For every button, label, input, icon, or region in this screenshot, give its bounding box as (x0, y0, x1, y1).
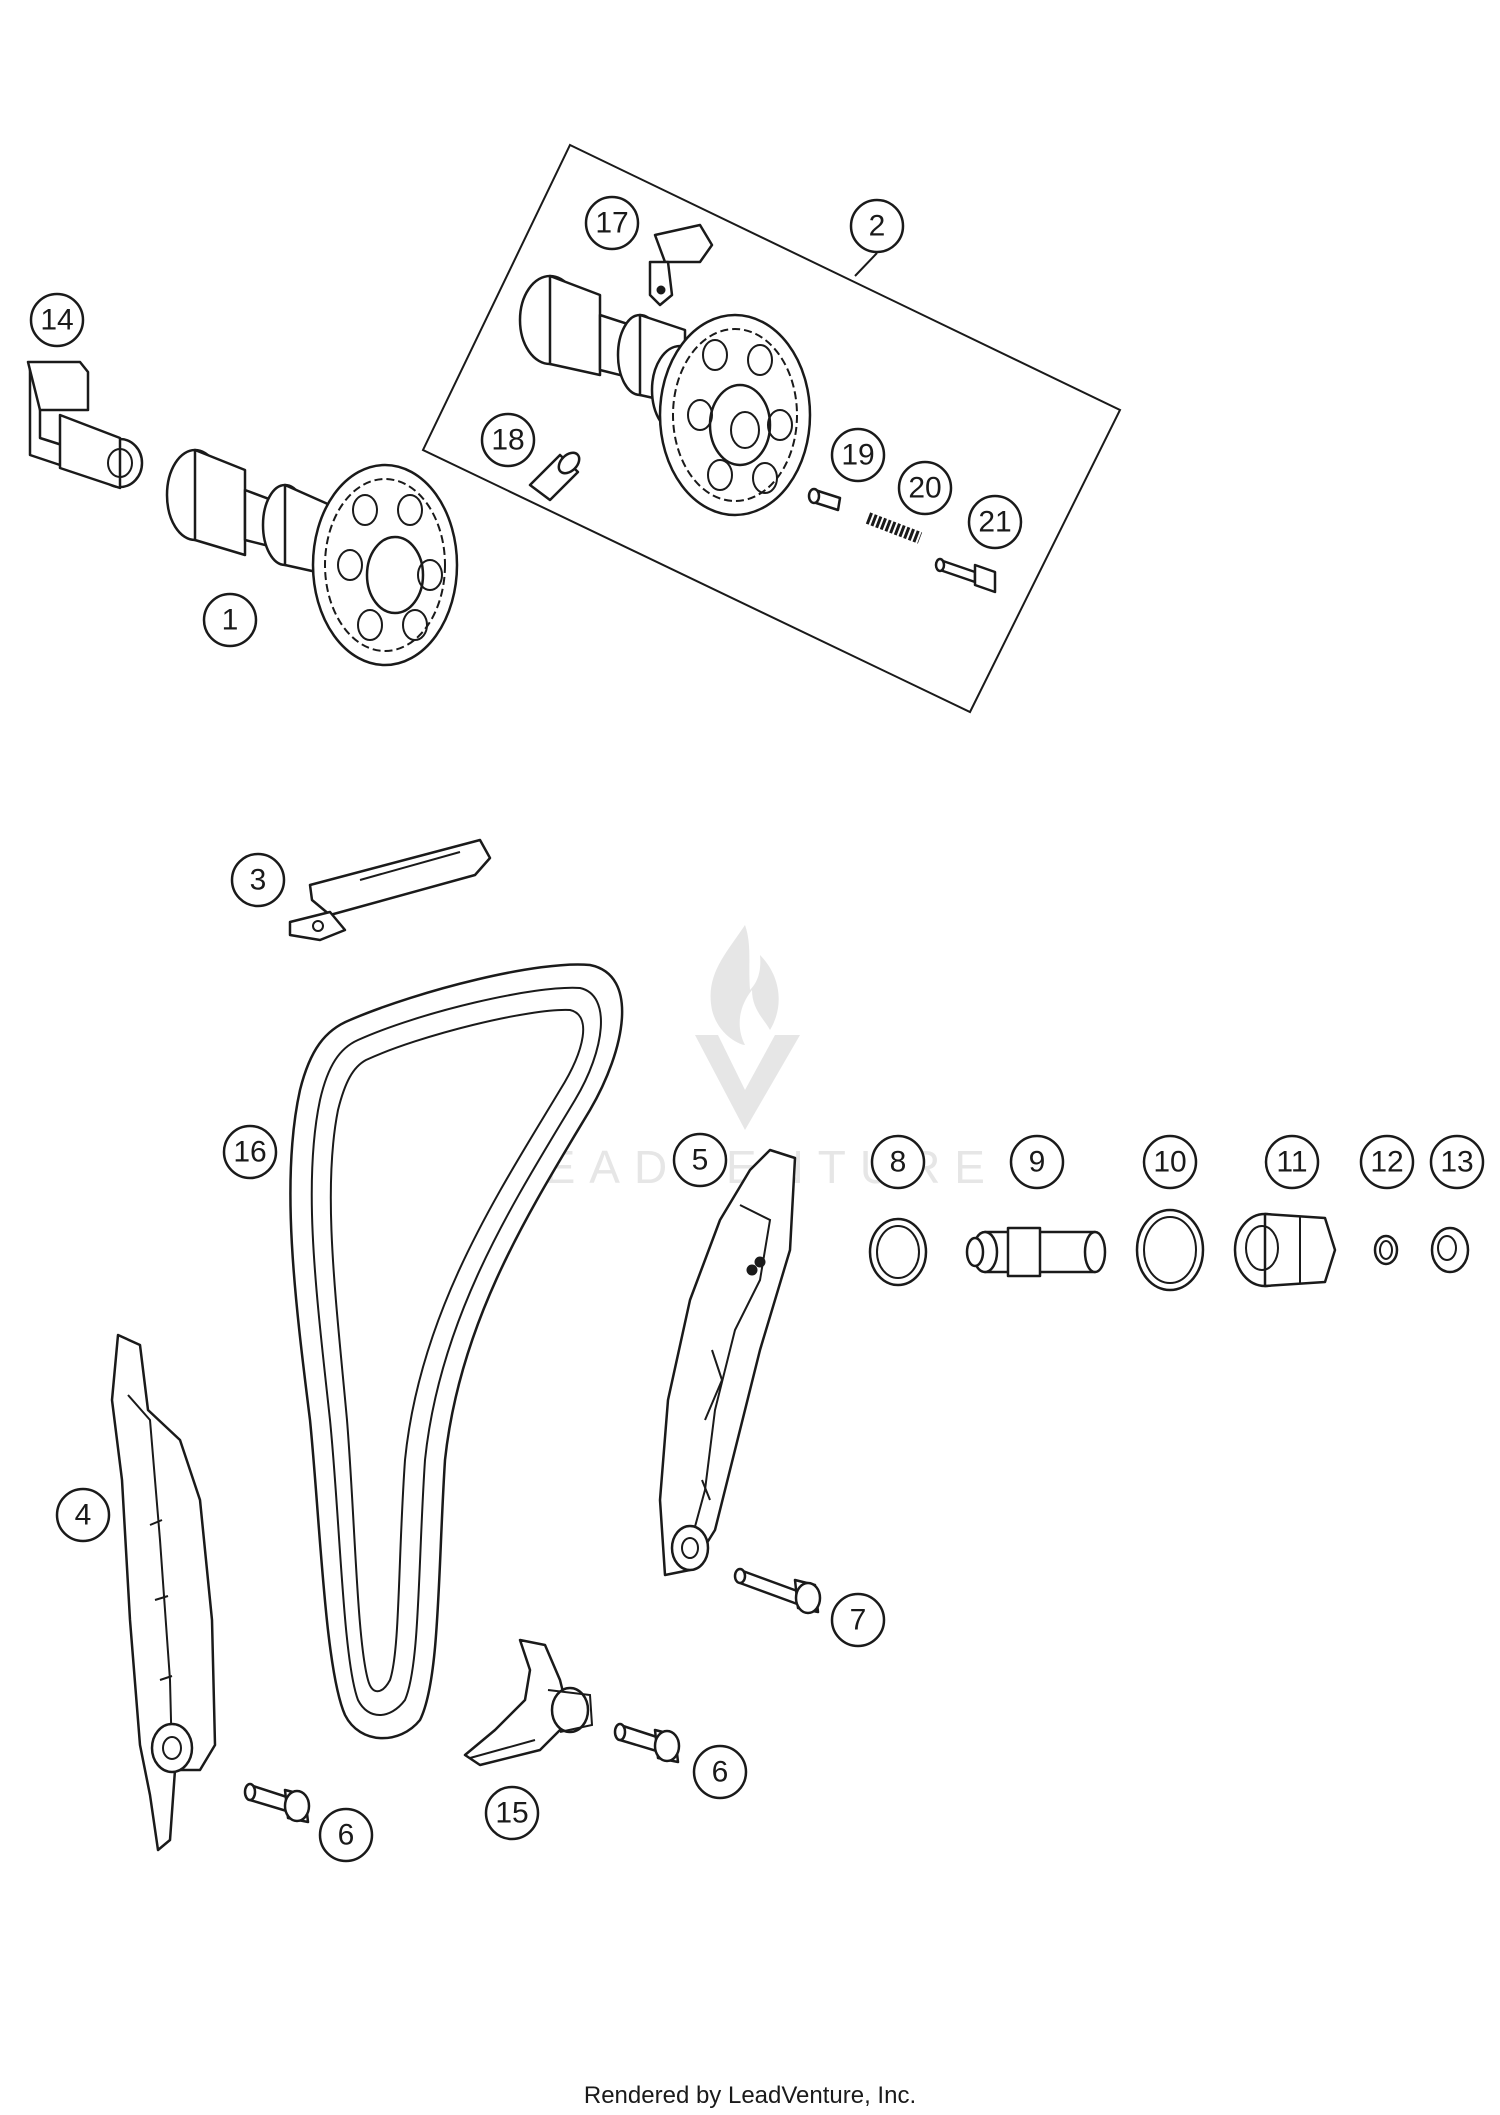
callout-6a[interactable]: 6 (318, 1807, 374, 1863)
callout-2[interactable]: 2 (849, 198, 905, 254)
part-ring-12 (1373, 1234, 1399, 1266)
kit-frame (421, 143, 1122, 714)
part-plug-11 (1233, 1212, 1337, 1288)
callout-8[interactable]: 8 (870, 1134, 926, 1190)
footer-credit: Rendered by LeadVenture, Inc. (583, 2082, 917, 2109)
part-camshaft-1 (165, 448, 459, 667)
callout-21[interactable]: 21 (967, 494, 1023, 550)
part-pin-19 (807, 487, 842, 512)
callout-19[interactable]: 19 (830, 427, 886, 483)
callout-15[interactable]: 15 (484, 1785, 540, 1841)
callout-6b-label: 6 (712, 1756, 729, 1789)
callout-21-label: 21 (978, 506, 1011, 539)
callout-13-label: 13 (1440, 1146, 1473, 1179)
callout-16[interactable]: 16 (222, 1124, 278, 1180)
part-piston-9 (965, 1226, 1107, 1278)
callout-11[interactable]: 11 (1264, 1134, 1320, 1190)
part-timing-chain (289, 963, 624, 1740)
callout-7[interactable]: 7 (830, 1592, 886, 1648)
callout-1[interactable]: 1 (202, 592, 258, 648)
part-pin-18 (528, 451, 581, 502)
part-bolt-7 (733, 1567, 822, 1615)
callout-5[interactable]: 5 (672, 1132, 728, 1188)
callout-20[interactable]: 20 (897, 460, 953, 516)
callout-2-label: 2 (869, 210, 886, 243)
callout-17[interactable]: 17 (584, 195, 640, 251)
part-screw-21 (934, 557, 997, 594)
callout-14[interactable]: 14 (29, 292, 85, 348)
callout-9[interactable]: 9 (1009, 1134, 1065, 1190)
part-tensioner-rail-4 (110, 1333, 217, 1852)
part-guide-15 (463, 1638, 594, 1767)
callout-6a-label: 6 (338, 1819, 355, 1852)
callout-20-label: 20 (908, 472, 941, 505)
callout-6b[interactable]: 6 (692, 1744, 748, 1800)
callout-7-label: 7 (850, 1604, 867, 1637)
callout-10-label: 10 (1153, 1146, 1186, 1179)
callout-18-label: 18 (491, 424, 524, 457)
leader-2 (854, 252, 878, 277)
callout-9-label: 9 (1029, 1146, 1046, 1179)
callout-8-label: 8 (890, 1146, 907, 1179)
part-bolt-6-a (243, 1782, 311, 1824)
part-decompressor (648, 223, 714, 307)
part-guide-rail-3 (288, 838, 492, 942)
callout-3-label: 3 (250, 864, 267, 897)
callout-12-label: 12 (1370, 1146, 1403, 1179)
part-oring-8 (868, 1217, 928, 1287)
callout-5-label: 5 (692, 1144, 709, 1177)
part-oring-10 (1135, 1208, 1205, 1292)
callout-1-label: 1 (222, 604, 239, 637)
callout-4-label: 4 (75, 1499, 92, 1532)
callout-11-label: 11 (1276, 1146, 1307, 1179)
callout-10[interactable]: 10 (1142, 1134, 1198, 1190)
part-spring-20 (865, 512, 923, 544)
callout-16-label: 16 (233, 1136, 266, 1169)
part-cap-13 (1430, 1226, 1470, 1274)
callout-4[interactable]: 4 (55, 1487, 111, 1543)
part-bolt-6-b (613, 1722, 681, 1764)
part-sensor (26, 360, 144, 490)
callout-18[interactable]: 18 (480, 412, 536, 468)
callout-19-label: 19 (841, 439, 874, 472)
callout-13[interactable]: 13 (1429, 1134, 1485, 1190)
part-camshaft-2 (518, 274, 812, 517)
callout-17-label: 17 (595, 207, 628, 240)
part-guide-rail-5 (658, 1148, 797, 1577)
callout-3[interactable]: 3 (230, 852, 286, 908)
callout-12[interactable]: 12 (1359, 1134, 1415, 1190)
callout-14-label: 14 (40, 304, 73, 337)
callout-15-label: 15 (495, 1797, 528, 1830)
